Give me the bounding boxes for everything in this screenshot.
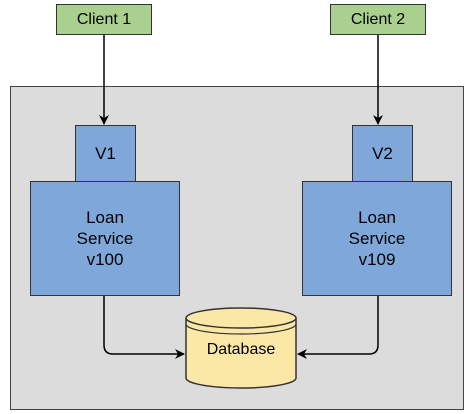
- arrow-service-v109-to-database: [297, 296, 379, 359]
- service-v100-line1: Loan: [86, 208, 124, 227]
- arrow-service-v100-to-database: [103, 296, 185, 359]
- database-cylinder: [185, 307, 297, 389]
- version-v2-node: V2: [352, 125, 413, 182]
- service-v109-line3: v109: [358, 250, 396, 269]
- version-v1-label: V1: [95, 143, 116, 163]
- version-v1-node: V1: [75, 125, 136, 182]
- client-2-node: Client 2: [330, 4, 426, 35]
- client-1-label: Client 1: [76, 10, 132, 28]
- service-v109-line2: Service: [348, 229, 406, 248]
- client-2-label: Client 2: [350, 10, 406, 28]
- service-v100-line3: v100: [86, 250, 124, 269]
- service-v100-line2: Service: [76, 229, 134, 248]
- loan-service-v109-node: Loan Service v109: [302, 181, 452, 296]
- service-v109-line1: Loan: [358, 208, 396, 227]
- version-v2-label: V2: [372, 143, 393, 163]
- client-1-node: Client 1: [56, 4, 152, 35]
- loan-service-v100-node: Loan Service v100: [30, 181, 180, 296]
- database-label: Database: [206, 341, 276, 358]
